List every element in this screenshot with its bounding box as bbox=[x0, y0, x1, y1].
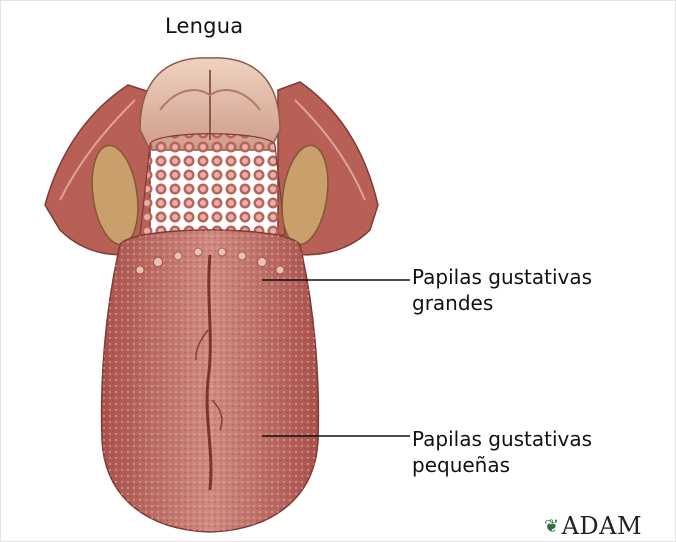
large-papillae-label: Papilas gustativas grandes bbox=[412, 264, 592, 316]
adam-logo: ❦ ADAM bbox=[544, 512, 642, 540]
logo-text: ADAM bbox=[562, 512, 642, 540]
large-papillae-label-line1: Papilas gustativas bbox=[412, 264, 592, 290]
small-papillae-label: Papilas gustativas pequeñas bbox=[412, 426, 592, 478]
lingual-tonsil bbox=[140, 134, 285, 235]
diagram-title: Lengua bbox=[165, 14, 243, 38]
leaf-icon: ❦ bbox=[544, 516, 560, 537]
small-papillae-label-line2: pequeñas bbox=[412, 452, 592, 478]
small-papillae-label-line1: Papilas gustativas bbox=[412, 426, 592, 452]
large-papillae-label-line2: grandes bbox=[412, 290, 592, 316]
